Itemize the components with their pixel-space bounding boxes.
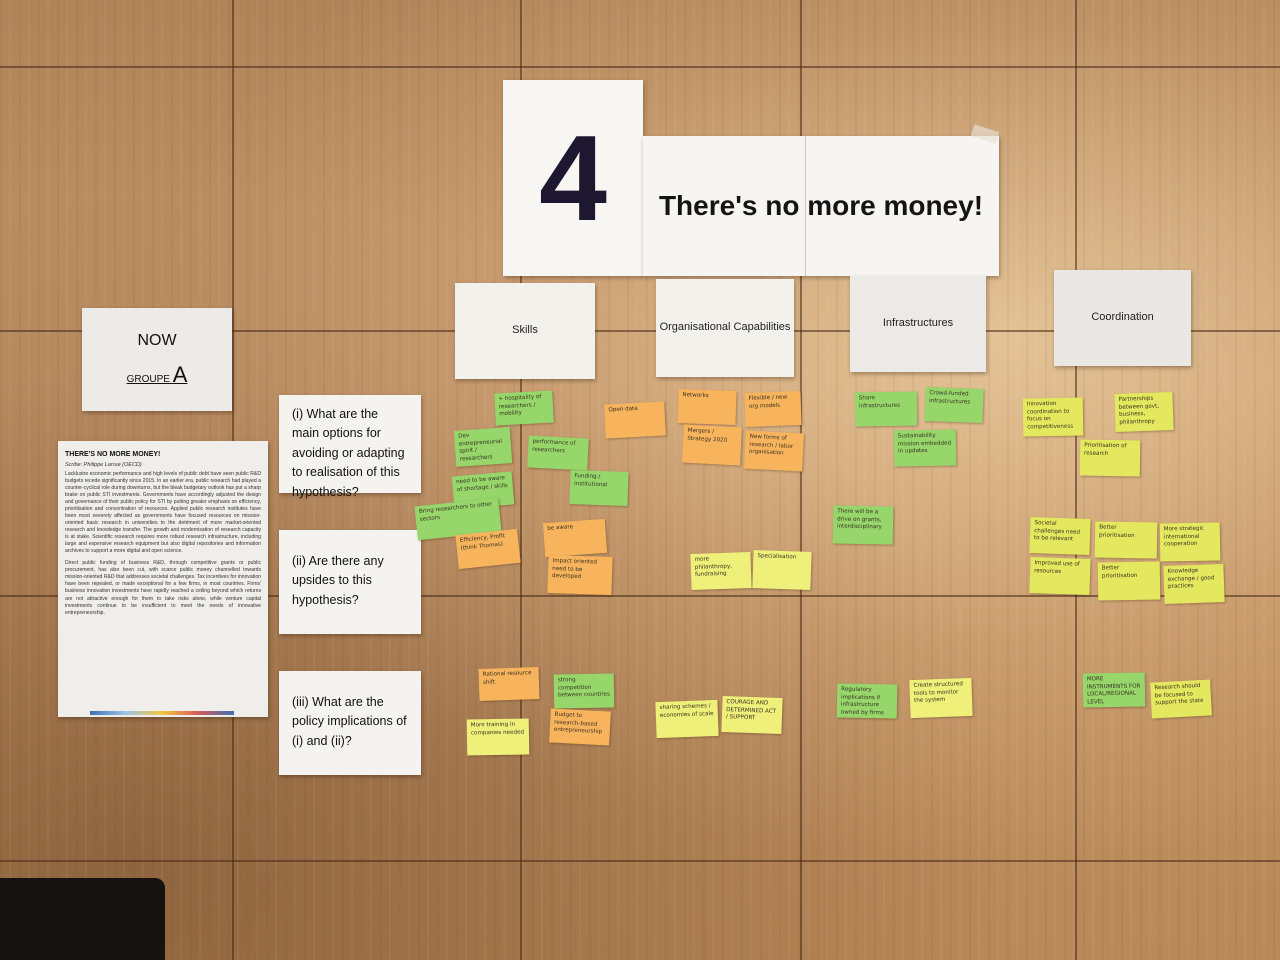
wall-seam [0, 330, 1280, 332]
sticky-note: Specialisation [752, 549, 812, 591]
sticky-note: More strategic international cooperation [1159, 522, 1221, 562]
sticky-note: Regulatory implications if infrastructur… [836, 683, 898, 719]
column-header-organisational-capabilities: Organisational Capabilities [656, 279, 794, 377]
sticky-note: be aware [542, 518, 608, 558]
sticky-note: There will be a drive on grants, interdi… [832, 505, 894, 545]
question-3: (iii) What are the policy implications o… [279, 671, 421, 775]
groupe-label: GROUPE A [126, 361, 188, 387]
sticky-note: Budget to research-based entrepreneurshi… [549, 708, 611, 746]
wall-seam [1075, 0, 1077, 960]
doc-scribe: Scribe: Philippe Larrue (OECD) [65, 461, 142, 468]
sticky-note: performance of researchers [527, 435, 589, 471]
paper-join [805, 136, 806, 276]
sticky-note: Create structured tools to monitor the s… [909, 677, 973, 719]
sticky-note: sharing schemes / economies of scale [655, 699, 719, 739]
sticky-note: New forms of research / labor organisati… [744, 430, 804, 472]
sticky-note: MORE INSTRUMENTS FOR LOCAL/REGIONAL LEVE… [1082, 672, 1146, 708]
now-groupe-sign: NOW GROUPE A [82, 308, 232, 411]
question-2: (ii) Are there any upsides to this hypot… [279, 530, 421, 634]
wall-seam [800, 0, 802, 960]
sticky-note: Flexible / new org models [744, 391, 802, 427]
sticky-note: Improved use of resources [1029, 556, 1091, 596]
sticky-note: Mergers / Strategy 2020 [682, 424, 742, 466]
doc-color-strip [90, 711, 234, 715]
scenario-number: 4 [503, 80, 643, 276]
sticky-note: Prioritisation of research [1079, 439, 1141, 477]
column-header-infrastructures: Infrastructures [850, 276, 986, 372]
wall-seam [0, 595, 1280, 597]
sticky-note: Crowd-funded infrastructures [924, 386, 984, 424]
sticky-note: Rational resource shift [478, 666, 540, 702]
sticky-note: Knowledge exchange / good practices [1163, 563, 1225, 605]
scenario-title: There's no more money! [643, 136, 999, 276]
wall-seam [520, 0, 522, 960]
sticky-note: Sustainability mission embedded in updat… [893, 429, 957, 467]
now-label: NOW [137, 331, 177, 349]
doc-paragraph: Lacklustre economic performance and high… [65, 471, 261, 555]
doc-title: THERE'S NO MORE MONEY! [65, 451, 161, 458]
sticky-note: Innovation coordination to focus on comp… [1022, 397, 1084, 437]
sticky-note: Societal challenges need to be relevant [1029, 516, 1091, 556]
sticky-note: more philanthropy, fundraising [690, 551, 752, 591]
chair-back [0, 878, 165, 960]
sticky-note: Share infrastructures [854, 391, 918, 427]
sticky-note: COURAGE AND DETERMINED ACT / SUPPORT [721, 695, 783, 735]
doc-paragraph: Direct public funding of business R&D, t… [65, 560, 261, 616]
sticky-note: Funding / institutional [569, 469, 629, 507]
sticky-note: Networks [677, 388, 737, 426]
wall-seam [0, 860, 1280, 862]
sticky-note: Open data [604, 401, 666, 439]
sticky-note: Impact oriented need to be developed [547, 554, 613, 596]
sticky-note: + hospitality of researchers / mobility [494, 390, 554, 426]
sticky-note: Dev entrepreneurial spirit / researchers [453, 427, 513, 467]
column-header-coordination: Coordination [1054, 270, 1191, 366]
sticky-note: Research should be focused to support th… [1150, 679, 1212, 719]
sticky-note: Partnerships between govt, business, phi… [1114, 391, 1174, 433]
sticky-note: Efficiency, Profit (think Thomas) [455, 528, 521, 570]
sticky-note: strong competition between countries [553, 673, 615, 709]
sticky-note: Better prioritisation [1094, 521, 1158, 559]
scenario-description: THERE'S NO MORE MONEY! Scribe: Philippe … [58, 441, 268, 717]
wall-seam [0, 66, 1280, 68]
sticky-note: Better prioritisation [1097, 561, 1161, 601]
groupe-letter: A [172, 361, 188, 387]
column-header-skills: Skills [455, 283, 595, 379]
question-1: (i) What are the main options for avoidi… [279, 395, 421, 499]
sticky-note: More training in companies needed [466, 718, 530, 756]
